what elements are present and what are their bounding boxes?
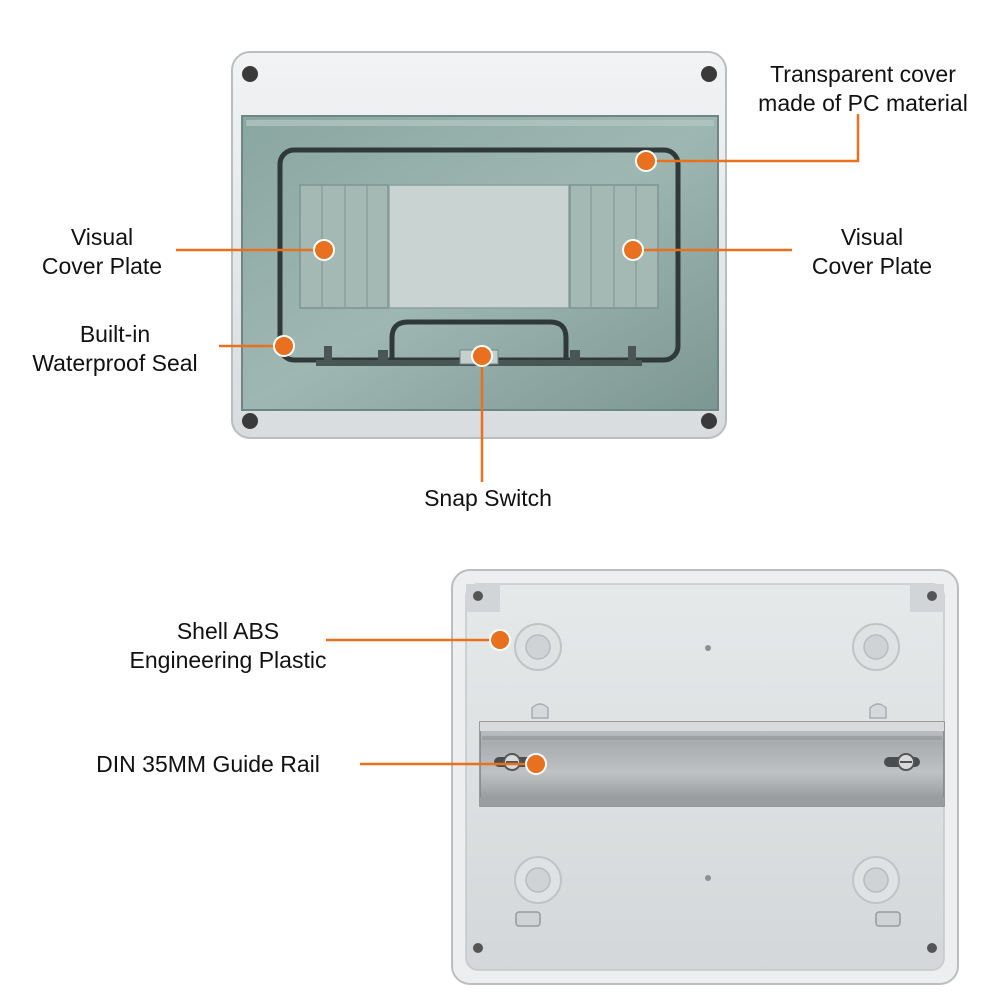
label-line: Visual (840, 224, 904, 250)
label-line: Transparent cover (770, 61, 956, 87)
dot-transparent-cover (635, 150, 657, 172)
dot-snap-switch (471, 345, 493, 367)
din-rail (479, 721, 945, 807)
label-line: Waterproof Seal (32, 350, 198, 376)
leader-transparent-cover (648, 114, 860, 163)
dot-shell-abs (489, 629, 511, 651)
cover-plate-center (388, 184, 570, 309)
label-line: Shell ABS (176, 618, 280, 644)
callout-dots (273, 150, 657, 775)
label-visual-cover-left: Visual Cover Plate (22, 223, 182, 281)
label-snap-switch: Snap Switch (398, 484, 578, 513)
screw-hole-top-right (701, 66, 717, 82)
corner-post-bottom-left (473, 943, 483, 953)
screw-hole-top-left (242, 66, 258, 82)
dot-din-rail (525, 753, 547, 775)
label-line: Visual (70, 224, 134, 250)
corner-post-top-right (927, 591, 937, 601)
corner-post-bottom-right (927, 943, 937, 953)
label-line: Engineering Plastic (129, 647, 327, 673)
dot-waterproof-seal (273, 335, 295, 357)
enclosure-front-view (231, 51, 727, 439)
screw-hole-bottom-right (701, 413, 717, 429)
label-shell-abs: Shell ABS Engineering Plastic (96, 617, 360, 675)
label-line: Snap Switch (424, 485, 552, 511)
label-line: DIN 35MM Guide Rail (96, 751, 320, 777)
label-line: made of PC material (758, 90, 968, 116)
snap-switch-handle (389, 319, 569, 360)
dot-visual-cover-right (622, 239, 644, 261)
label-transparent-cover: Transparent cover made of PC material (732, 60, 994, 118)
corner-post-top-left (473, 591, 483, 601)
enclosure-base-view (451, 569, 959, 985)
label-line: Built-in (79, 321, 151, 347)
label-line: Cover Plate (41, 253, 163, 279)
label-din-rail: DIN 35MM Guide Rail (60, 750, 356, 779)
label-waterproof-seal: Built-in Waterproof Seal (6, 320, 224, 378)
dot-visual-cover-left (313, 239, 335, 261)
screw-hole-bottom-left (242, 413, 258, 429)
cover-plate-left (299, 184, 389, 309)
leader-lines (176, 114, 860, 766)
label-visual-cover-right: Visual Cover Plate (792, 223, 952, 281)
label-line: Cover Plate (811, 253, 933, 279)
